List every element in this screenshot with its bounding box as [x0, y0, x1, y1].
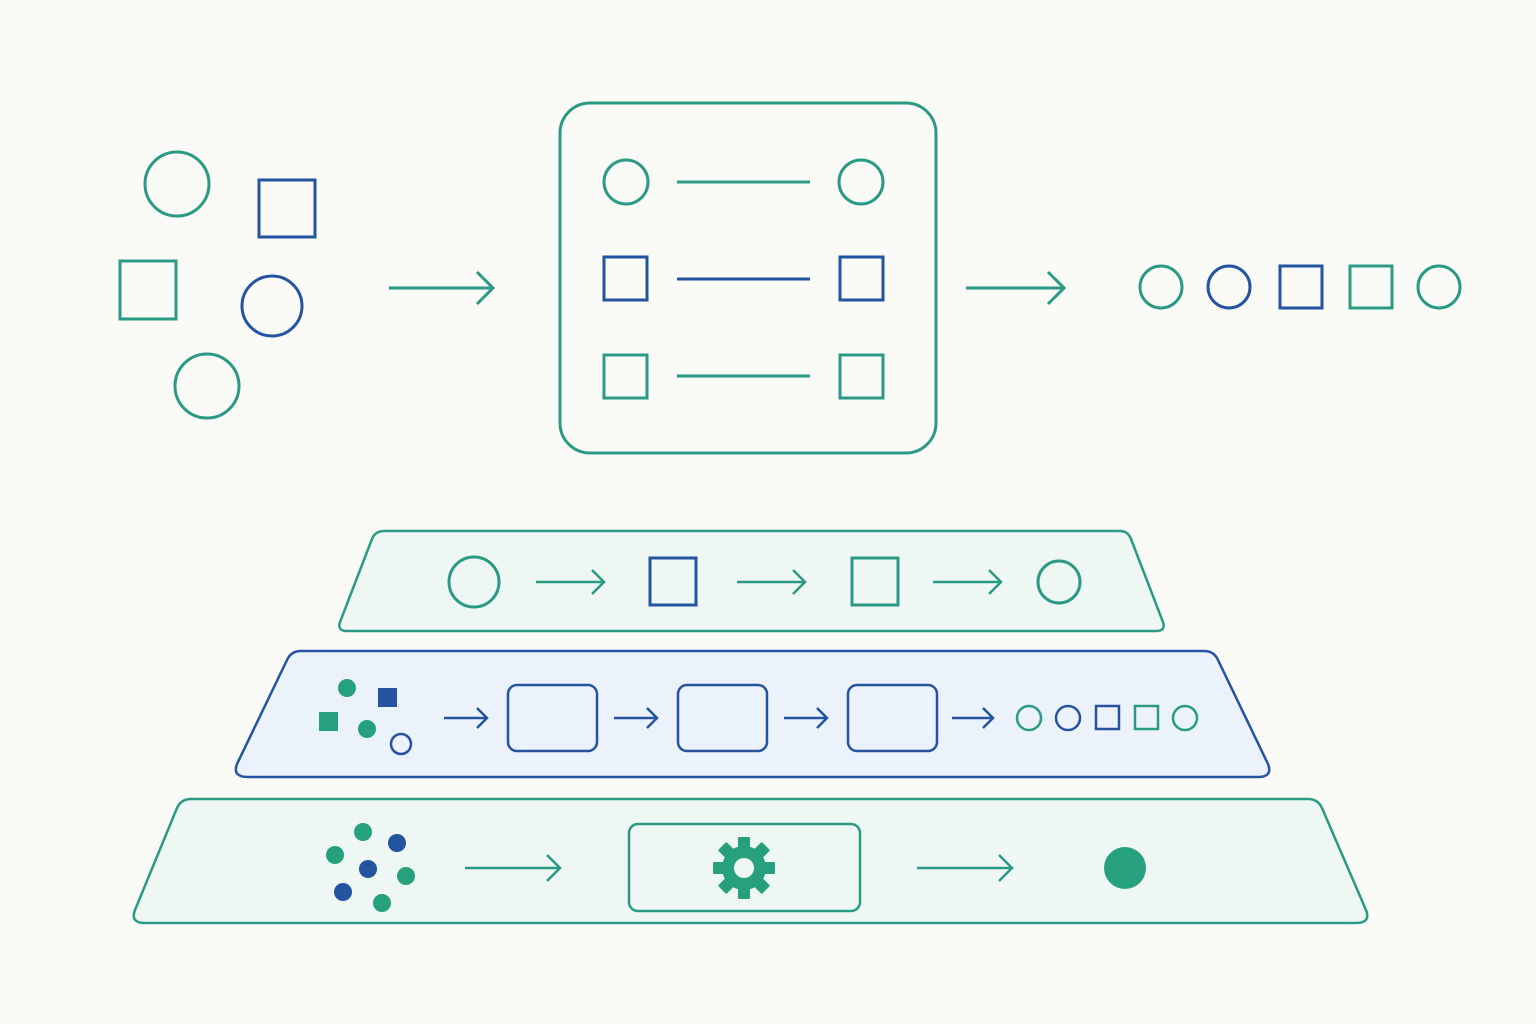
arrowhead [475, 270, 496, 306]
process-box [676, 683, 769, 753]
mapping-left-square [602, 353, 649, 400]
input-circle [173, 352, 241, 420]
output-sequence [1138, 264, 1462, 310]
mapping-left-circle [602, 158, 650, 206]
input-square [257, 178, 317, 239]
input-square [118, 259, 178, 321]
mapping-row [602, 353, 885, 400]
mapping-row [602, 158, 885, 206]
output-circle [1138, 264, 1184, 310]
scatter-shapes [319, 679, 413, 756]
tier-top-circle [447, 555, 501, 609]
tier-middle-output-sequence [1015, 704, 1199, 732]
output-square [1348, 264, 1394, 310]
input-circle [240, 274, 304, 338]
tier-bottom [132, 797, 1369, 925]
tier-top-square [648, 556, 698, 607]
tier-top-circle [1036, 559, 1082, 605]
arrowhead [1046, 270, 1067, 306]
input-shapes-cluster [118, 150, 317, 420]
process-box [846, 683, 939, 753]
result-dot [1104, 847, 1146, 889]
tier-top-square [850, 556, 900, 607]
mapping-right-square [838, 353, 885, 400]
input-circle [143, 150, 211, 218]
mapping-left-square [602, 255, 649, 302]
dot-cluster [326, 823, 415, 912]
mapping-row [602, 255, 885, 302]
output-circle [1416, 264, 1462, 310]
tier-middle [234, 649, 1271, 779]
output-square [1278, 264, 1324, 310]
tier-top [338, 529, 1165, 633]
mapping-right-circle [837, 158, 885, 206]
gear-icon [713, 837, 775, 899]
process-box [506, 683, 599, 753]
mapping-right-square [838, 255, 885, 302]
engine-box [627, 822, 862, 913]
output-circle [1206, 264, 1252, 310]
mapping-box [558, 101, 938, 455]
